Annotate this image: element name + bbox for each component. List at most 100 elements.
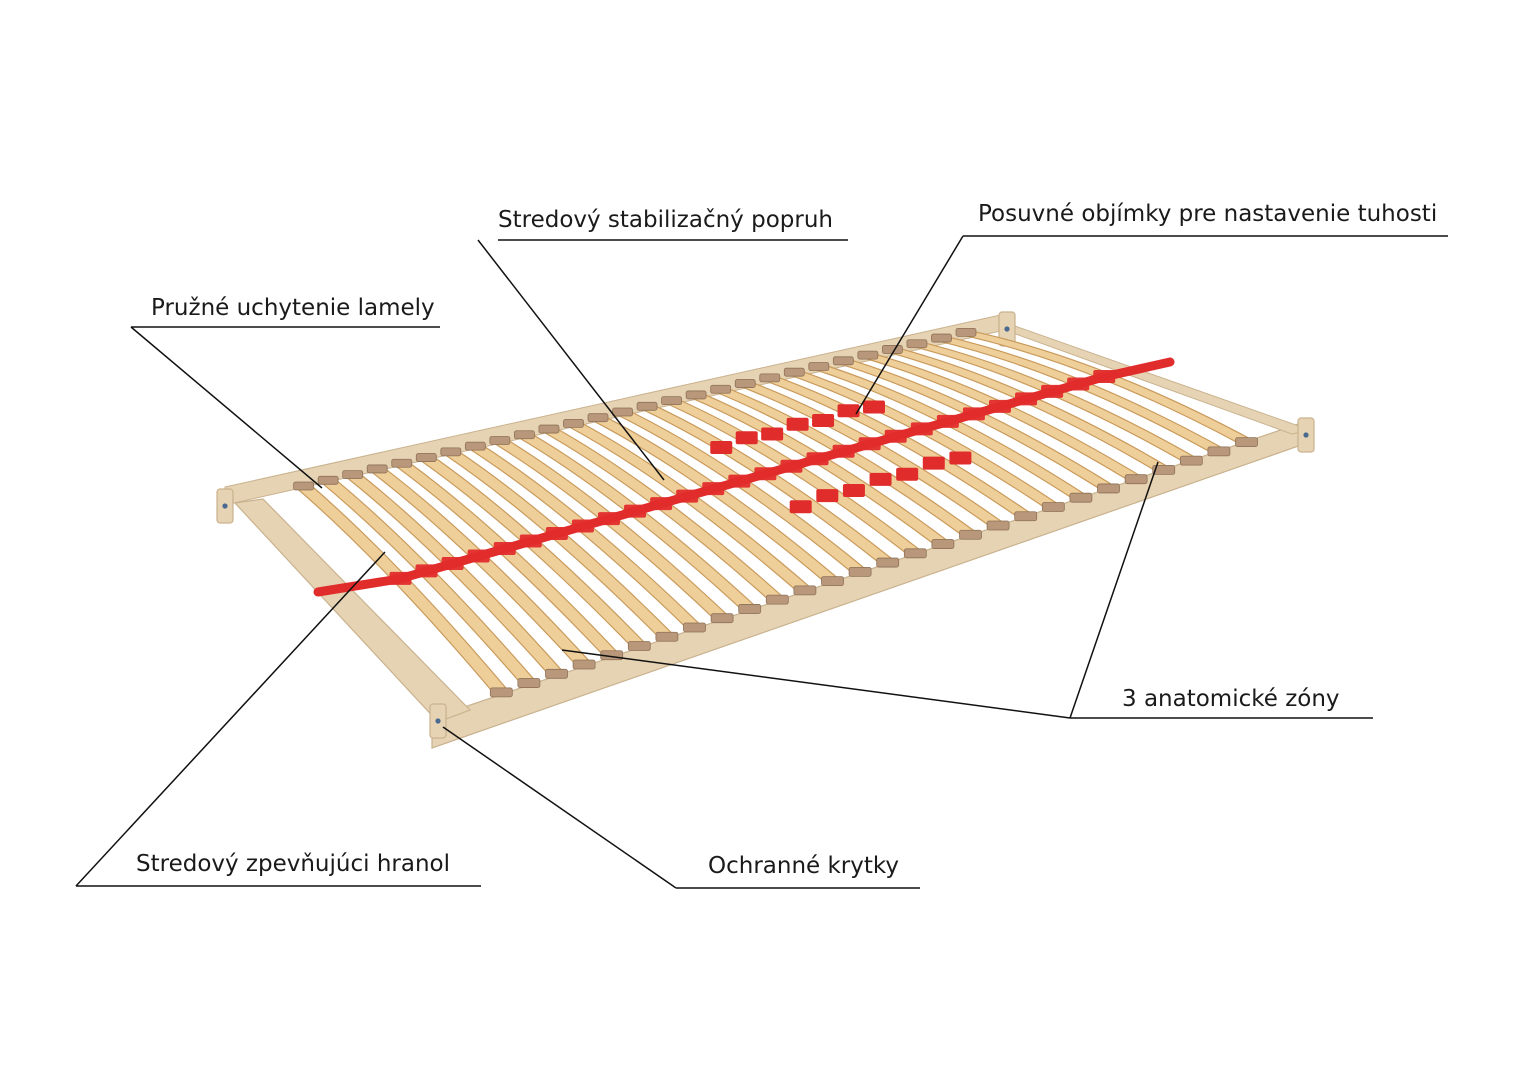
strap-clip	[441, 556, 464, 570]
slat-holder	[391, 458, 413, 468]
strap-clip	[467, 549, 490, 563]
strap-clip	[754, 467, 777, 481]
strap-clip	[832, 444, 855, 458]
leader-center-beam	[75, 551, 481, 887]
slat-holder	[738, 604, 762, 614]
strap-clip	[858, 437, 881, 451]
slat-holder	[1207, 446, 1231, 457]
slat-holder	[464, 441, 486, 451]
strap-clip	[389, 571, 412, 585]
strap-clip	[597, 512, 620, 526]
slat-holder	[1235, 437, 1258, 448]
cap-back-right-screw	[1004, 326, 1010, 332]
cap-front-left-screw	[435, 718, 441, 724]
slat-holder	[931, 539, 955, 549]
sliding-sleeve	[922, 456, 945, 470]
slat-holder	[783, 367, 805, 377]
sliding-sleeve	[786, 417, 809, 431]
slat-holder	[876, 557, 900, 568]
sliding-sleeve	[710, 441, 733, 455]
label-sliding-sleeves: Posuvné objímky pre nastavenie tuhosti	[978, 201, 1438, 227]
leader-protective-caps	[442, 726, 920, 889]
slat-holder	[683, 622, 706, 633]
strap-clip	[962, 407, 985, 421]
strap-clip	[650, 497, 673, 511]
strap-clip	[1067, 377, 1090, 391]
slat-holder	[808, 362, 830, 371]
sliding-sleeve	[949, 451, 972, 465]
slat-holder	[317, 475, 339, 485]
strap-clip	[702, 482, 725, 496]
strap-clip	[545, 527, 568, 541]
slat-holder	[1097, 483, 1120, 494]
sliding-sleeve	[735, 431, 758, 445]
label-anatomic-zones: 3 anatomické zóny	[1122, 686, 1340, 712]
strap-clip	[676, 489, 699, 503]
sliding-sleeve	[842, 483, 865, 497]
slat-holder	[1041, 502, 1065, 512]
strap-clip	[415, 564, 438, 578]
slat-holder	[293, 481, 315, 491]
slat-holder	[959, 529, 982, 540]
slat-holder	[514, 430, 535, 440]
slat-holder	[563, 418, 584, 428]
slat-holder	[903, 548, 927, 559]
slat-holder	[342, 470, 364, 480]
leader-lines	[75, 235, 1448, 889]
slat-holder	[627, 641, 651, 651]
slat-holder	[832, 356, 854, 366]
label-center-beam: Stredový zpevňujúci hranol	[136, 851, 450, 877]
sliding-sleeve	[789, 500, 812, 514]
leader-anatomic-zones	[561, 461, 1373, 719]
strap-clip	[988, 399, 1011, 413]
strap-clip	[884, 429, 907, 443]
slat-holder	[986, 520, 1010, 531]
cap-back-left-screw	[222, 503, 228, 509]
slat-holder	[545, 668, 568, 679]
slat-holder	[955, 327, 977, 337]
center-strap	[313, 357, 1175, 597]
slat-holder	[710, 384, 732, 394]
slat-holder	[661, 396, 682, 406]
slat-holder	[612, 407, 633, 417]
leader-sliding-sleeves	[855, 235, 1448, 415]
slat-holder	[848, 566, 872, 577]
strap-clip	[780, 459, 803, 473]
sliding-sleeve	[869, 472, 892, 486]
strap-clip	[624, 504, 647, 518]
slat-holder	[931, 333, 952, 343]
slat-holder	[1152, 465, 1176, 475]
slat-holder	[1124, 474, 1148, 485]
slats-group	[293, 327, 1258, 698]
strap-clip	[936, 414, 959, 428]
slat-holder	[636, 401, 658, 411]
label-flexible-mount: Pružné uchytenie lamely	[151, 295, 435, 321]
slat-holder	[517, 678, 541, 688]
strap-clip	[728, 474, 751, 488]
label-center-strap: Stredový stabilizačný popruh	[498, 207, 833, 233]
slat-holder	[415, 453, 437, 462]
sliding-sleeve	[896, 467, 919, 481]
slat-holder	[759, 373, 781, 383]
strap-clip	[910, 422, 933, 436]
label-protective-caps: Ochranné krytky	[708, 853, 900, 879]
leader-center-strap	[477, 239, 848, 481]
strap-clip	[571, 519, 594, 533]
slat-holder	[572, 659, 596, 670]
slat-holder	[1179, 455, 1203, 466]
slat-holder	[366, 464, 388, 474]
sliding-sleeve	[862, 400, 885, 414]
slat-holder	[685, 390, 707, 400]
slat-holder	[440, 447, 462, 457]
strap-clip	[519, 534, 542, 548]
sliding-sleeve	[761, 427, 784, 441]
slat-holder	[1014, 511, 1038, 522]
slat-holder	[765, 594, 789, 605]
slat-holder	[821, 576, 844, 587]
slat-holder	[587, 413, 609, 423]
slat-holder	[1069, 492, 1093, 503]
slat-holder	[655, 631, 679, 642]
sliding-sleeve	[816, 489, 839, 503]
strap-clip	[493, 541, 516, 555]
